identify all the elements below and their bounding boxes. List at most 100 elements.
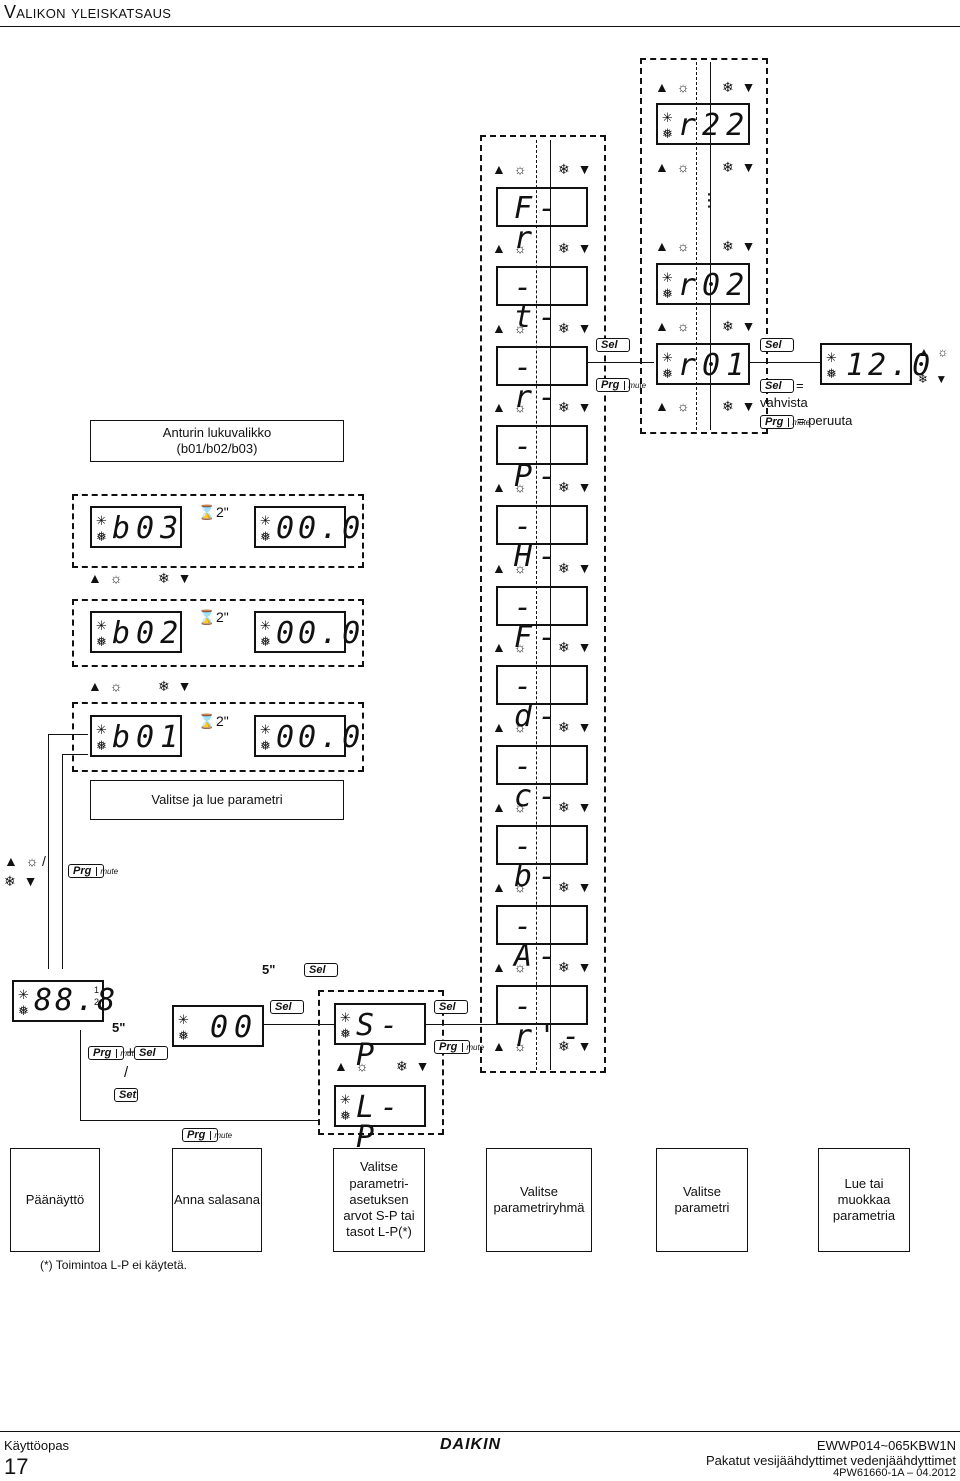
connector-line xyxy=(62,754,63,969)
value-up-key[interactable]: ▲ ☼ xyxy=(918,345,951,359)
sensor-code-display: ✳❅b01 xyxy=(90,715,182,757)
footnote: (*) Toimintoa L-P ei käytetä. xyxy=(40,1258,187,1272)
snow-icon: ❅ xyxy=(18,1003,29,1018)
group-up-key[interactable]: ▲ ☼ xyxy=(492,959,529,975)
main-up-key[interactable]: ▲ ☼ xyxy=(4,853,41,869)
group-up-key[interactable]: ▲ ☼ xyxy=(492,240,529,256)
group-up-key[interactable]: ▲ ☼ xyxy=(492,799,529,815)
group-scroll-line-down xyxy=(550,140,551,1070)
password-value: 00 xyxy=(210,1010,259,1045)
group-up-key[interactable]: ▲ ☼ xyxy=(492,639,529,655)
param-up-key[interactable]: ▲ ☼ xyxy=(655,79,692,95)
param-code: r02 xyxy=(678,268,751,303)
group-display: -r- xyxy=(496,346,588,413)
param-down-key[interactable]: ❄ ▼ xyxy=(722,238,758,254)
param-up-key[interactable]: ▲ ☼ xyxy=(655,318,692,334)
sun-icon: ✳ xyxy=(662,350,673,365)
sun-icon: ✳ xyxy=(340,1092,351,1107)
param-menu-frame xyxy=(640,58,768,434)
group-code: -H- xyxy=(514,509,563,574)
confirm-label: vahvista xyxy=(760,395,808,410)
group-code: -r- xyxy=(514,350,563,415)
param-down-key[interactable]: ❄ ▼ xyxy=(722,79,758,95)
param-display-r01: ✳ ❅ r01 xyxy=(656,343,750,385)
main-subscript: 2 xyxy=(94,997,100,1007)
lp-value: L-P xyxy=(356,1090,405,1155)
param-code: r01 xyxy=(678,348,751,383)
group-down-key[interactable]: ❄ ▼ xyxy=(558,959,594,975)
group-down-key[interactable]: ❄ ▼ xyxy=(558,399,594,415)
group-up-key[interactable]: ▲ ☼ xyxy=(492,399,529,415)
set-button[interactable]: Set xyxy=(114,1088,138,1102)
sun-icon: ✳ xyxy=(662,270,673,285)
sel-button[interactable]: Sel xyxy=(760,338,794,352)
group-down-key[interactable]: ❄ ▼ xyxy=(558,320,594,336)
level-down-key[interactable]: ❄ ▼ xyxy=(396,1058,432,1074)
sel-button[interactable]: Sel xyxy=(596,338,630,352)
group-down-key[interactable]: ❄ ▼ xyxy=(558,799,594,815)
sensor-down-key[interactable]: ❄ ▼ xyxy=(158,570,194,586)
sensor-up-key[interactable]: ▲ ☼ xyxy=(88,570,125,586)
param-down-key[interactable]: ❄ ▼ xyxy=(722,398,758,414)
connector-line xyxy=(48,734,88,735)
sel-button[interactable]: Sel xyxy=(760,379,794,393)
sp-value: S-P xyxy=(356,1008,405,1073)
group-down-key[interactable]: ❄ ▼ xyxy=(558,240,594,256)
cancel-label: = peruuta xyxy=(797,413,853,428)
group-down-key[interactable]: ❄ ▼ xyxy=(558,560,594,576)
group-down-key[interactable]: ❄ ▼ xyxy=(558,479,594,495)
group-code: -F- xyxy=(514,590,563,655)
sensor-frame-b01 xyxy=(72,702,364,772)
hourglass-icon: ⌛ xyxy=(198,609,216,625)
sun-icon: ✳ xyxy=(260,513,271,528)
group-down-key[interactable]: ❄ ▼ xyxy=(558,879,594,895)
sel-button[interactable]: Sel xyxy=(304,963,338,977)
level-up-key[interactable]: ▲ ☼ xyxy=(334,1058,371,1074)
sensor-value: 00.0 xyxy=(276,616,365,651)
group-up-key[interactable]: ▲ ☼ xyxy=(492,879,529,895)
group-down-key[interactable]: ❄ ▼ xyxy=(558,719,594,735)
footer-model: EWWP014~065KBW1N xyxy=(816,1438,956,1453)
group-up-key[interactable]: ▲ ☼ xyxy=(492,1038,529,1054)
sun-icon: ✳ xyxy=(662,110,673,125)
sel-button[interactable]: Sel xyxy=(434,1000,468,1014)
step-select-level: Valitse parametri-asetuksen arvot S-P ta… xyxy=(333,1148,425,1252)
param-down-key[interactable]: ❄ ▼ xyxy=(722,318,758,334)
group-display: -r'- xyxy=(496,985,588,1052)
snow-icon: ❅ xyxy=(178,1028,189,1043)
sel-button[interactable]: Sel xyxy=(134,1046,168,1060)
sun-icon: ✳ xyxy=(260,722,271,737)
sensor-code: b02 xyxy=(112,616,185,651)
group-up-key[interactable]: ▲ ☼ xyxy=(492,479,529,495)
group-code: -b- xyxy=(514,829,563,894)
param-up-key[interactable]: ▲ ☼ xyxy=(655,238,692,254)
param-up-key[interactable]: ▲ ☼ xyxy=(655,398,692,414)
group-up-key[interactable]: ▲ ☼ xyxy=(492,320,529,336)
sun-icon: ✳ xyxy=(340,1010,351,1025)
group-up-key[interactable]: ▲ ☼ xyxy=(492,719,529,735)
snow-icon: ❅ xyxy=(826,366,837,381)
sel-arrow xyxy=(586,362,654,363)
sensor-menu-title: Anturin lukuvalikko xyxy=(162,424,272,440)
sensor-down-key[interactable]: ❄ ▼ xyxy=(158,678,194,694)
group-up-key[interactable]: ▲ ☼ xyxy=(492,560,529,576)
param-up-key[interactable]: ▲ ☼ xyxy=(655,159,692,175)
param-display-r22: ✳ ❅ r22 xyxy=(656,103,750,145)
param-code: r22 xyxy=(678,108,751,143)
group-down-key[interactable]: ❄ ▼ xyxy=(558,639,594,655)
group-down-key[interactable]: ❄ ▼ xyxy=(558,161,594,177)
value-down-key[interactable]: ❄ ▼ xyxy=(918,372,950,386)
group-up-key[interactable]: ▲ ☼ xyxy=(492,161,529,177)
sel-button[interactable]: Sel xyxy=(270,1000,304,1014)
sensor-up-key[interactable]: ▲ ☼ xyxy=(88,678,125,694)
group-down-key[interactable]: ❄ ▼ xyxy=(558,1038,594,1054)
group-code: F-r xyxy=(514,191,563,256)
param-down-key[interactable]: ❄ ▼ xyxy=(722,159,758,175)
main-down-key[interactable]: ❄ ▼ xyxy=(4,873,40,889)
